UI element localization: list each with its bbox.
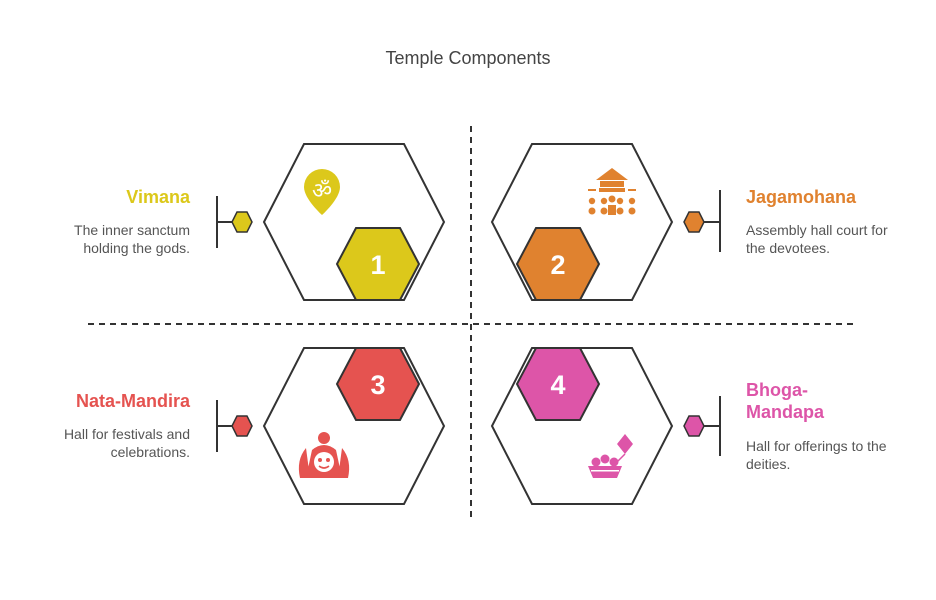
number-1: 1: [370, 250, 385, 280]
marker-hexagon-3: [231, 415, 253, 437]
label-bhoga-mandapa: Bhoga-Mandapa: [746, 380, 825, 422]
number-hexagon-1: [335, 227, 421, 301]
desc-nata-mandira: Hall for festivals and celebrations.: [63, 426, 190, 460]
number-hexagon-3: [335, 347, 421, 421]
number-4: 4: [550, 370, 565, 400]
hexagon-outline-2: [490, 143, 674, 301]
desc-vimana: The inner sanctum holding the gods.: [74, 222, 190, 256]
festival-deity-icon: [298, 432, 350, 478]
number-hexagon-4: [515, 347, 601, 421]
hexagon-outline-1: [262, 143, 446, 301]
number-hexagon-2: [515, 227, 601, 301]
desc-bhoga-mandapa: Hall for offerings to the deities.: [746, 438, 887, 472]
number-2: 2: [550, 250, 565, 280]
label-nata-mandira: Nata-Mandira: [75, 391, 190, 411]
marker-hexagon-1: [231, 211, 253, 233]
diagram-title: Temple Components: [385, 48, 551, 68]
label-vimana: Vimana: [126, 187, 190, 207]
connector-2: [683, 190, 721, 252]
marker-hexagon-4: [683, 415, 705, 437]
label-jagamohana: Jagamohana: [746, 187, 857, 207]
connector-4: [683, 396, 721, 456]
assembly-hall-icon: [588, 168, 636, 215]
marker-hexagon-2: [683, 211, 705, 233]
connector-3: [216, 400, 253, 452]
hexagon-outline-3: [262, 347, 446, 505]
offering-basket-icon: [588, 434, 633, 478]
svg-text:ॐ: ॐ: [312, 179, 332, 204]
number-3: 3: [370, 370, 385, 400]
hexagon-outline-4: [490, 347, 674, 505]
connector-1: [216, 196, 253, 248]
om-symbol-icon: ॐ: [304, 169, 340, 215]
desc-jagamohana: Assembly hall court for the devotees.: [746, 222, 888, 256]
